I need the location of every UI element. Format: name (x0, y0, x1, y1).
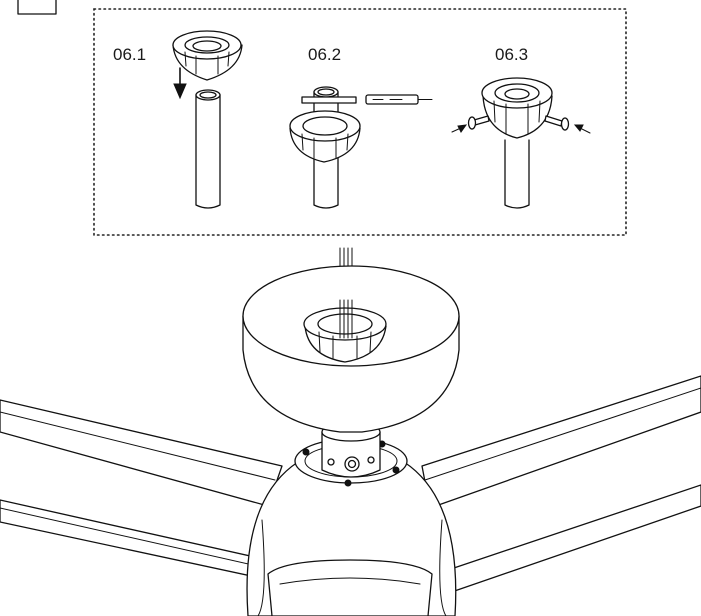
ceiling-fan-illustration (0, 247, 701, 616)
step-06-1-illustration (172, 30, 243, 209)
step-label-06-3: 06.3 (495, 45, 528, 64)
step-06-2-illustration (289, 86, 433, 209)
collar-part (289, 110, 361, 163)
cross-pin (301, 96, 357, 104)
left-screw-icon (467, 115, 490, 130)
right-insert-arrow-icon (573, 124, 591, 134)
right-screw-icon (544, 115, 570, 131)
fan-blade-right (421, 375, 701, 509)
downrod-pipe (195, 89, 221, 209)
step-06-3-illustration (451, 77, 591, 209)
motor-housing (246, 461, 457, 616)
fan-blade-lower-left (0, 499, 271, 581)
step-label-06-2: 06.2 (308, 45, 341, 64)
collar-part (481, 77, 553, 139)
collar-part (172, 30, 243, 81)
left-insert-arrow-icon (451, 124, 468, 133)
fan-blade-lower-right (439, 484, 701, 597)
step-label-06-1: 06.1 (113, 45, 146, 64)
step-number-box (17, 0, 57, 15)
collar-in-canopy (303, 299, 387, 363)
downward-arrow-icon (173, 67, 187, 100)
detail-inset-frame (93, 8, 627, 236)
fan-blade-left (0, 399, 283, 507)
pin-part (365, 94, 433, 105)
downrod-pipe (504, 139, 530, 209)
